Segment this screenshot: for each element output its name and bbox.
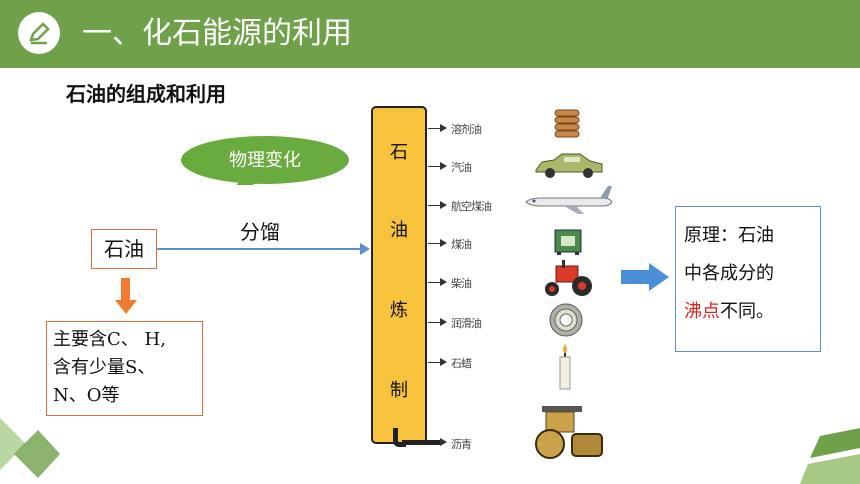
branch-arrow bbox=[440, 162, 447, 170]
branch-line bbox=[428, 128, 442, 129]
column-char-4: 制 bbox=[390, 380, 408, 401]
corner-decoration-right bbox=[800, 428, 860, 484]
road-roller-icon bbox=[535, 406, 603, 459]
boiling-point-highlight: 沸点 bbox=[684, 301, 720, 322]
bubble-label: 物理变化 bbox=[229, 150, 301, 171]
coins-stack-icon bbox=[554, 109, 580, 138]
column-char-2: 油 bbox=[390, 220, 408, 241]
branch-line bbox=[428, 243, 442, 244]
airplane-icon bbox=[525, 186, 613, 214]
composition-line-2: 含有少量S、 bbox=[53, 357, 156, 378]
branch-line bbox=[428, 205, 442, 206]
product-label: 溶剂油 bbox=[451, 123, 482, 136]
branch-line bbox=[428, 322, 442, 323]
product-label: 沥青 bbox=[451, 438, 472, 451]
product-label: 航空煤油 bbox=[451, 200, 492, 213]
pencil-icon bbox=[18, 12, 60, 54]
branch-line bbox=[428, 282, 442, 283]
branch-arrow bbox=[440, 318, 447, 326]
branch-arrow bbox=[440, 358, 447, 366]
bearing-icon bbox=[549, 303, 583, 337]
right-arrow-icon bbox=[621, 263, 669, 291]
process-label: 分馏 bbox=[240, 220, 280, 244]
principle-tail: 不同。 bbox=[720, 301, 774, 322]
principle-line-1: 原理：石油 bbox=[684, 225, 774, 246]
crude-oil-box: 石油 bbox=[91, 229, 157, 269]
section-subtitle: 石油的组成和利用 bbox=[66, 82, 226, 106]
principle-box: 原理：石油 中各成分的 沸点不同。 bbox=[675, 206, 821, 352]
down-arrow bbox=[121, 278, 130, 302]
column-char-1: 石 bbox=[390, 142, 408, 163]
branch-arrow bbox=[440, 201, 447, 209]
branch-line bbox=[428, 166, 442, 167]
product-label: 润滑油 bbox=[451, 317, 482, 330]
branch-arrow bbox=[440, 438, 447, 446]
car-icon bbox=[535, 153, 603, 178]
composition-line-1: 主要含C、 H, bbox=[53, 329, 166, 350]
candle-icon bbox=[559, 344, 571, 390]
branch-arrow bbox=[440, 239, 447, 247]
physical-change-bubble bbox=[181, 136, 349, 185]
column-char-3: 炼 bbox=[390, 300, 408, 321]
composition-box: 主要含C、 H, 含有少量S、 N、O等 bbox=[46, 321, 203, 416]
bottom-pipe bbox=[393, 428, 406, 447]
product-label: 石蜡 bbox=[451, 357, 472, 370]
product-label: 柴油 bbox=[451, 277, 472, 290]
refining-column bbox=[371, 106, 427, 444]
principle-line-2: 中各成分的 bbox=[684, 263, 774, 284]
flow-arrow-head bbox=[360, 243, 370, 255]
composition-line-3: N、O等 bbox=[53, 385, 120, 406]
page-title: 一、化石能源的利用 bbox=[82, 16, 352, 51]
branch-line bbox=[428, 362, 442, 363]
down-arrow-head bbox=[115, 300, 137, 314]
stove-icon bbox=[554, 229, 582, 255]
product-label: 煤油 bbox=[451, 238, 472, 251]
principle-line-3: 沸点不同。 bbox=[684, 293, 812, 331]
tractor-icon bbox=[545, 260, 592, 296]
title-bar: 一、化石能源的利用 bbox=[0, 0, 860, 68]
flow-arrow bbox=[157, 248, 362, 250]
branch-arrow bbox=[440, 124, 447, 132]
bottom-pipe-line bbox=[402, 440, 440, 445]
corner-decoration-left bbox=[0, 418, 60, 478]
product-label: 汽油 bbox=[451, 161, 472, 174]
branch-arrow bbox=[440, 278, 447, 286]
